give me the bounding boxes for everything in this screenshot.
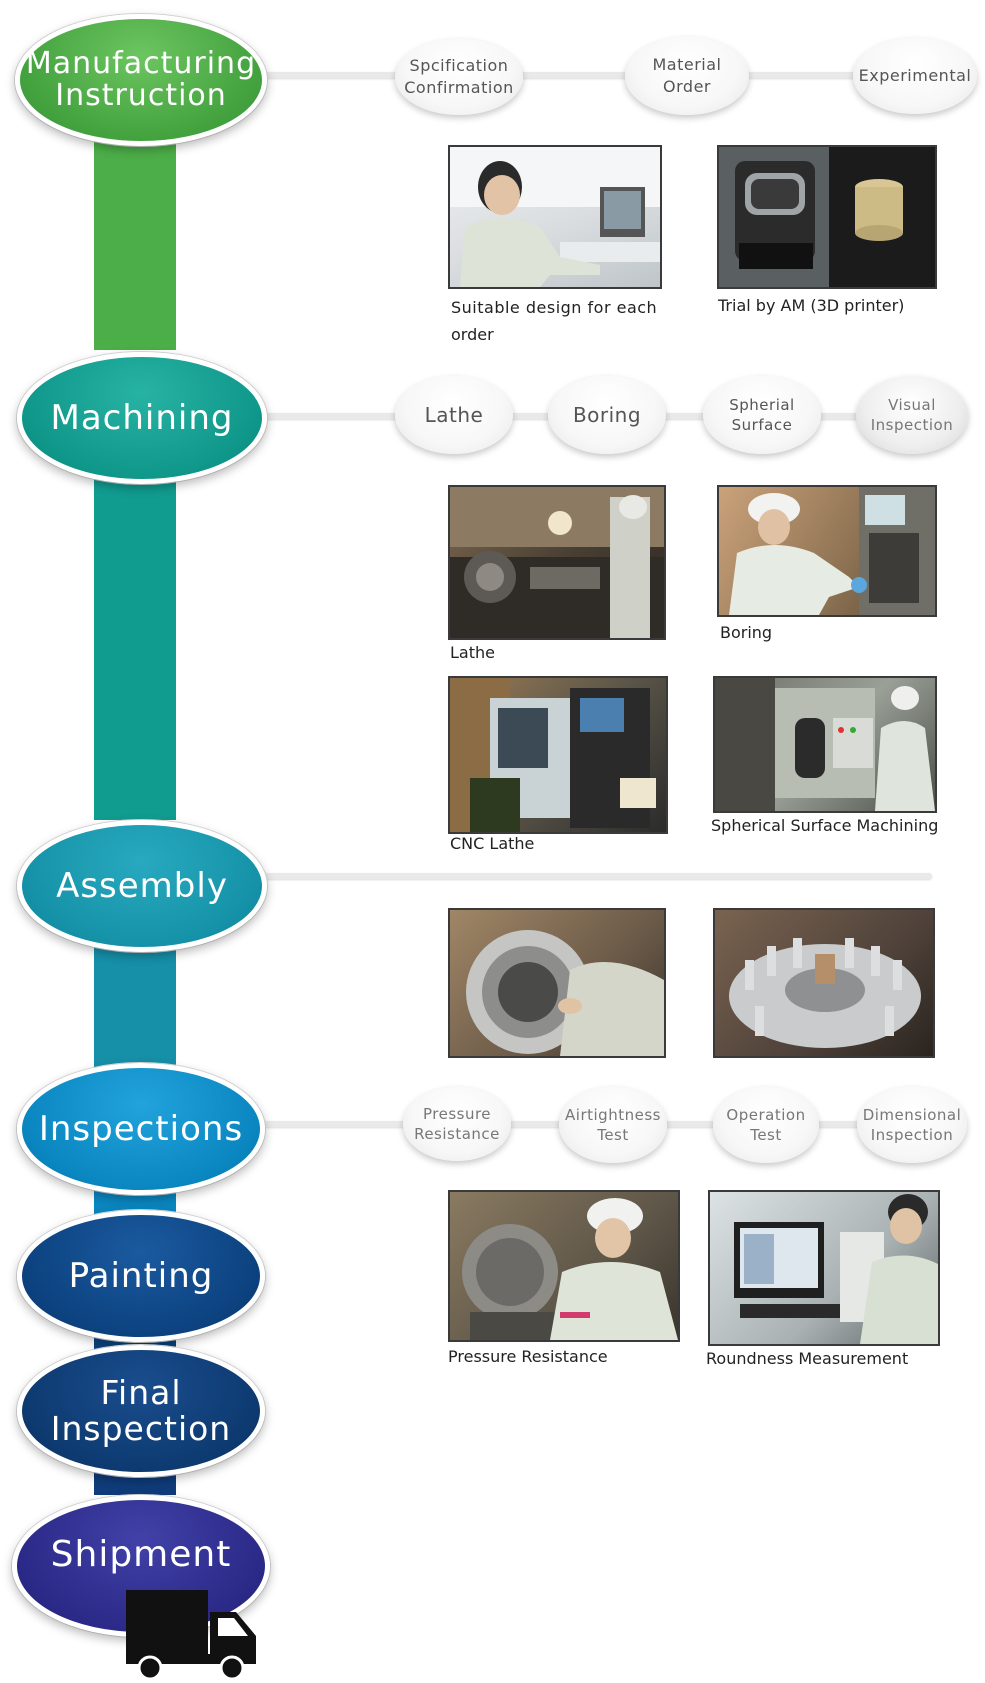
stage-final-inspection: Final Inspection bbox=[17, 1345, 265, 1477]
flow-bar-teal-blue bbox=[94, 930, 176, 1080]
step-lathe: Lathe bbox=[395, 376, 513, 454]
caption-lathe: Lathe bbox=[450, 643, 495, 662]
step-material-order: Material Order bbox=[625, 37, 749, 115]
step-label-line2: Test bbox=[597, 1126, 629, 1144]
photo-spherical-surface bbox=[713, 676, 937, 813]
stage-assembly: Assembly bbox=[17, 820, 267, 952]
step-label-line2: Inspection bbox=[870, 416, 954, 434]
step-airtightness-test: Airtightness Test bbox=[559, 1087, 667, 1163]
step-dimensional-inspection: Dimensional Inspection bbox=[857, 1087, 967, 1163]
stage-label-line2: Instruction bbox=[55, 78, 227, 113]
caption-roundness: Roundness Measurement bbox=[706, 1349, 909, 1368]
photo-cnc-lathe bbox=[448, 676, 668, 834]
stage-manufacturing-instruction: Manufacturing Instruction bbox=[15, 14, 267, 146]
photo-roundness-measurement bbox=[708, 1190, 940, 1346]
stage-label: Assembly bbox=[56, 865, 228, 906]
stage-label: Painting bbox=[68, 1255, 214, 1296]
photo-pressure-resistance bbox=[448, 1190, 680, 1342]
caption-pressure: Pressure Resistance bbox=[448, 1347, 608, 1366]
step-label-line1: Dimensional bbox=[862, 1105, 962, 1124]
step-label-line2: Inspection bbox=[870, 1126, 954, 1144]
stage-painting: Painting bbox=[17, 1210, 265, 1342]
step-label: Lathe bbox=[424, 402, 484, 427]
step-label-line1: Airtightness bbox=[565, 1105, 661, 1124]
caption-spherical: Spherical Surface Machining bbox=[711, 816, 939, 835]
caption-boring: Boring bbox=[720, 623, 773, 642]
step-label-line1: Visual bbox=[888, 395, 936, 414]
step-label-line1: Spherial bbox=[729, 395, 795, 414]
stage-machining: Machining bbox=[17, 352, 267, 484]
step-operation-test: Operation Test bbox=[713, 1087, 819, 1163]
flow-bar-teal bbox=[94, 460, 176, 820]
step-label: Experimental bbox=[858, 66, 972, 86]
caption-design-line2: order bbox=[451, 325, 494, 344]
stage-label-line2: Inspection bbox=[50, 1409, 232, 1448]
flow-bar-green bbox=[94, 120, 176, 350]
stage-inspections: Inspections bbox=[17, 1063, 265, 1195]
stage-label: Inspections bbox=[38, 1108, 244, 1149]
stage-label-line1: Final bbox=[100, 1373, 182, 1413]
step-label-line2: Resistance bbox=[414, 1125, 500, 1143]
step-experimental: Experimental bbox=[853, 38, 977, 114]
photo-assembly-flange bbox=[448, 908, 666, 1058]
photo-3d-printer bbox=[717, 145, 937, 289]
stage-label: Shipment bbox=[50, 1533, 232, 1575]
connector-assembly bbox=[250, 873, 932, 879]
step-label-line2: Confirmation bbox=[404, 78, 514, 97]
connector-manufacturing bbox=[250, 72, 950, 78]
truck-icon bbox=[124, 1588, 260, 1680]
step-label-line2: Order bbox=[663, 77, 711, 96]
step-label-line1: Spcification bbox=[409, 56, 509, 76]
photo-assembly-studs bbox=[713, 908, 935, 1058]
caption-design-line1: Suitable design for each bbox=[451, 298, 658, 317]
step-label-line1: Pressure bbox=[422, 1104, 492, 1123]
caption-trial-am: Trial by AM (3D printer) bbox=[718, 296, 905, 315]
step-label-line1: Material bbox=[652, 55, 722, 75]
step-label-line1: Operation bbox=[726, 1105, 806, 1124]
step-boring: Boring bbox=[548, 376, 666, 454]
step-pressure-resistance: Pressure Resistance bbox=[403, 1087, 511, 1161]
photo-design-office bbox=[448, 145, 662, 289]
step-specification-confirmation: Spcification Confirmation bbox=[395, 39, 523, 115]
step-label: Boring bbox=[572, 402, 642, 427]
step-visual-inspection: Visual Inspection bbox=[856, 376, 968, 454]
step-label-line2: Surface bbox=[731, 416, 793, 434]
step-spherial-surface: Spherial Surface bbox=[703, 376, 821, 454]
step-label-line2: Test bbox=[750, 1126, 782, 1144]
stage-label-line1: Manufacturing bbox=[25, 45, 257, 81]
caption-cnc-lathe: CNC Lathe bbox=[450, 834, 535, 853]
stage-label: Machining bbox=[50, 397, 234, 438]
photo-boring bbox=[717, 485, 937, 617]
photo-lathe bbox=[448, 485, 666, 640]
